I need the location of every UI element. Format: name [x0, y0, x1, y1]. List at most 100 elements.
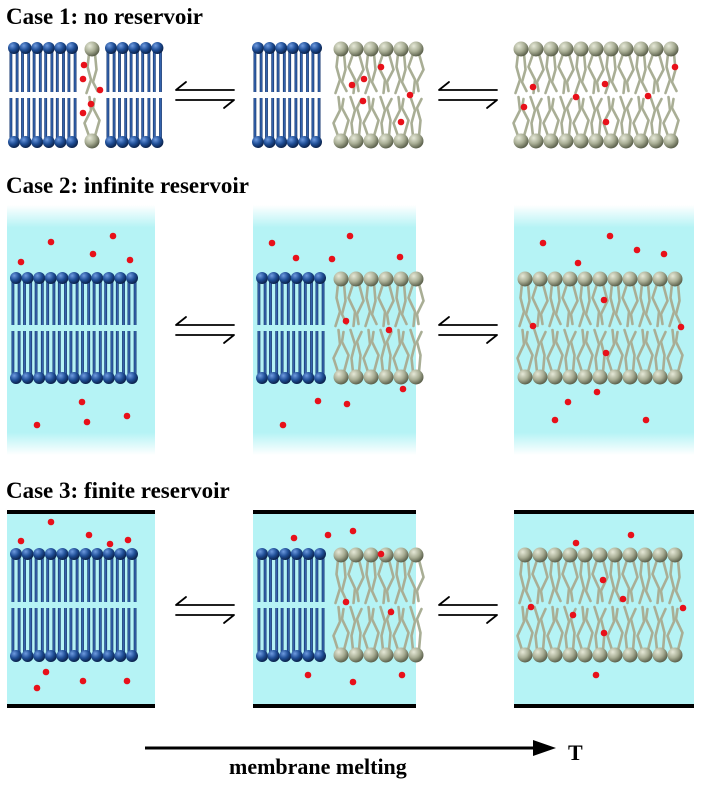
- solute-molecule: [78, 398, 86, 406]
- fluid-lipid: [362, 271, 380, 385]
- solute-molecule: [324, 531, 332, 539]
- solute-molecule: [377, 550, 385, 558]
- gel-lipid: [68, 548, 80, 662]
- solute-molecule: [387, 608, 395, 616]
- fluid-lipid: [407, 41, 425, 149]
- solute-molecule: [279, 421, 287, 429]
- solute-molecule: [377, 63, 385, 71]
- membrane-melting-label: membrane melting: [229, 754, 407, 779]
- solute-molecule: [359, 97, 367, 105]
- fluid-lipid: [651, 547, 669, 663]
- fluid-lipid: [347, 41, 365, 149]
- gel-lipid: [286, 42, 299, 148]
- reservoir-wall: [253, 510, 416, 514]
- solute-molecule: [564, 398, 572, 406]
- fluid-lipid: [392, 41, 410, 149]
- fluid-lipid: [561, 271, 579, 385]
- solute-molecule: [600, 296, 608, 304]
- solute-molecule: [572, 93, 580, 101]
- reservoir-wall: [514, 704, 694, 708]
- gel-lipid: [33, 548, 46, 662]
- gel-lipid: [44, 272, 57, 384]
- gel-lipid: [114, 272, 127, 384]
- fluid-lipid: [666, 547, 684, 663]
- fluid-lipid: [621, 271, 639, 385]
- gel-lipid: [314, 548, 326, 662]
- water-reservoir: [514, 205, 694, 455]
- solute-molecule: [679, 604, 687, 612]
- solute-molecule: [520, 103, 528, 111]
- gel-lipid: [263, 42, 276, 148]
- case-3-title: Case 3: finite reservoir: [6, 478, 230, 503]
- solute-molecule: [602, 349, 610, 357]
- solute-molecule: [47, 518, 55, 526]
- fluid-lipid: [617, 41, 635, 149]
- fluid-lipid: [606, 271, 624, 385]
- fluid-lipid: [606, 547, 624, 663]
- gel-lipid: [290, 272, 303, 384]
- fluid-lipid: [392, 271, 410, 385]
- gel-lipid: [68, 272, 80, 384]
- solute-molecule: [342, 317, 350, 325]
- solute-molecule: [106, 540, 114, 548]
- fluid-lipid: [407, 271, 425, 385]
- gel-lipid: [10, 548, 22, 662]
- solute-molecule: [349, 678, 357, 686]
- gel-lipid: [151, 42, 164, 148]
- solute-molecule: [83, 418, 91, 426]
- fluid-lipid: [647, 41, 665, 149]
- gel-lipid: [44, 548, 57, 662]
- gel-lipid: [256, 272, 268, 384]
- gel-lipid: [42, 42, 55, 148]
- solute-molecule: [33, 421, 41, 429]
- solute-molecule: [397, 118, 405, 126]
- gel-lipid: [116, 42, 129, 148]
- gel-lipid: [56, 272, 69, 384]
- fluid-lipid: [542, 41, 560, 149]
- solute-molecule: [602, 118, 610, 126]
- solute-molecule: [529, 83, 537, 91]
- gel-lipid: [128, 42, 141, 148]
- solute-molecule: [328, 255, 336, 263]
- water-reservoir: [253, 512, 416, 706]
- fluid-lipid: [347, 547, 365, 663]
- solute-molecule: [398, 671, 406, 679]
- fluid-lipid: [332, 547, 350, 663]
- reservoir-wall: [7, 704, 155, 708]
- solute-molecule: [123, 677, 131, 685]
- fluid-lipid: [621, 547, 639, 663]
- gel-lipid: [139, 42, 152, 148]
- fluid-lipid: [587, 41, 605, 149]
- solute-molecule: [606, 232, 614, 240]
- solute-molecule: [671, 63, 679, 71]
- fluid-lipid: [561, 547, 579, 663]
- solute-molecule: [349, 527, 357, 535]
- solute-molecule: [360, 75, 368, 83]
- solute-molecule: [292, 254, 300, 262]
- fluid-lipid: [332, 41, 350, 149]
- solute-molecule: [17, 258, 25, 266]
- solute-molecule: [87, 100, 95, 108]
- gel-lipid: [279, 548, 292, 662]
- gel-lipid: [279, 272, 292, 384]
- fluid-lipid: [531, 271, 549, 385]
- fluid-lipid: [531, 547, 549, 663]
- solute-molecule: [660, 250, 668, 258]
- equilibrium-arrow-icon: [438, 81, 498, 109]
- gel-lipid: [79, 272, 92, 384]
- solute-molecule: [399, 385, 407, 393]
- solute-molecule: [314, 397, 322, 405]
- fluid-lipid: [632, 41, 650, 149]
- gel-lipid: [290, 548, 303, 662]
- solute-molecule: [633, 246, 641, 254]
- gel-lipid: [31, 42, 44, 148]
- gel-lipid: [21, 272, 34, 384]
- solute-molecule: [109, 232, 117, 240]
- equilibrium-arrow-icon: [175, 316, 235, 344]
- solute-molecule: [89, 250, 97, 258]
- solute-molecule: [33, 684, 41, 692]
- solute-molecule: [124, 536, 132, 544]
- water-reservoir: [514, 512, 694, 706]
- solute-molecule: [406, 91, 414, 99]
- gel-lipid: [91, 548, 104, 662]
